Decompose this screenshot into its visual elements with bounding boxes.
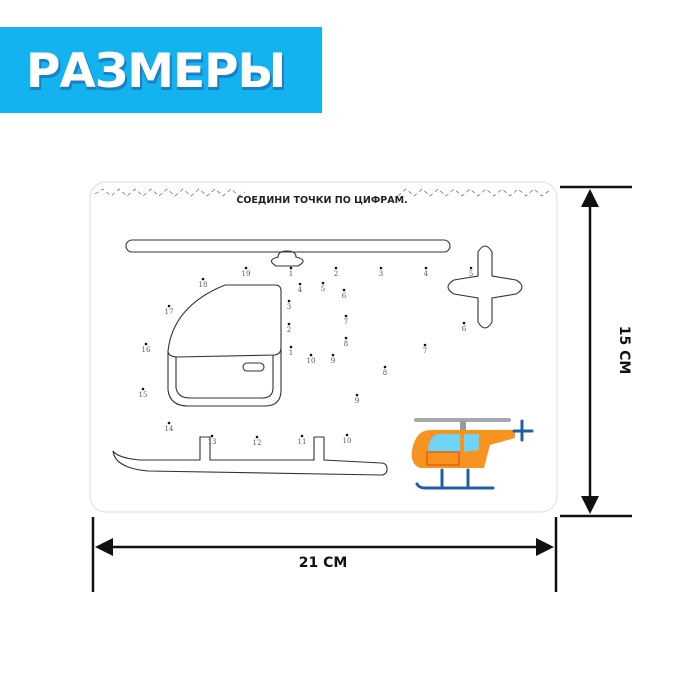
dot-number: 3 <box>379 270 383 278</box>
dot-point <box>167 304 171 308</box>
dot-number: 5 <box>469 270 473 278</box>
dot-number: 13 <box>208 438 217 446</box>
dot-number: 1 <box>289 270 293 278</box>
height-dimension <box>560 185 632 518</box>
dot-point <box>255 435 259 439</box>
dot-number: 4 <box>424 270 429 278</box>
dot-number: 19 <box>242 270 251 278</box>
outline-drawing <box>112 239 523 476</box>
dot-point <box>300 434 304 438</box>
dot-number: 6 <box>462 325 467 333</box>
dot-point <box>331 353 335 357</box>
dot-point <box>309 353 313 357</box>
dot-number: 8 <box>344 340 348 348</box>
rotor-bar <box>125 239 451 253</box>
width-label: 21 CM <box>299 555 348 571</box>
banner-title: РАЗМЕРЫ <box>26 44 286 99</box>
dot-number: 17 <box>165 308 174 316</box>
dot-point <box>342 288 346 292</box>
dot-point <box>167 421 171 425</box>
main-rotor <box>414 418 511 422</box>
dot-point <box>462 321 466 325</box>
dot-point <box>201 277 205 281</box>
dot-number: 18 <box>199 281 208 289</box>
dot-number: 14 <box>165 425 174 433</box>
dot-number: 8 <box>383 369 387 377</box>
dot-number: 16 <box>142 346 151 354</box>
dot-point <box>210 434 214 438</box>
zigzag-right <box>397 188 551 197</box>
dot-point <box>289 345 293 349</box>
dot-number: 7 <box>344 318 348 326</box>
dot-number: 15 <box>139 391 148 399</box>
dot-point <box>141 387 145 391</box>
dot-number: 1 <box>289 349 293 357</box>
dot-number: 10 <box>307 357 316 365</box>
cabin-door <box>167 348 282 407</box>
helicopter-window <box>428 434 460 452</box>
dot-point <box>287 322 291 326</box>
dot-point <box>344 314 348 318</box>
dot-number: 5 <box>321 285 325 293</box>
dot-point <box>144 342 148 346</box>
dot-point <box>244 266 248 270</box>
dot-point <box>469 266 473 270</box>
dot-point <box>424 266 428 270</box>
width-dimension <box>91 517 558 592</box>
dot-number: 4 <box>298 286 303 294</box>
height-label: 15 CM <box>616 326 632 375</box>
dot-point <box>289 266 293 270</box>
dot-point <box>298 282 302 286</box>
skid <box>112 436 388 476</box>
dot-number: 3 <box>287 303 291 311</box>
dot-number: 11 <box>298 438 307 446</box>
landing-skid <box>415 468 495 490</box>
rotor-hub <box>270 250 304 267</box>
dot-point <box>345 433 349 437</box>
dot-number: 7 <box>423 347 427 355</box>
dot-point <box>344 336 348 340</box>
dot-point <box>379 266 383 270</box>
dot-point <box>334 266 338 270</box>
tail-rotor-cross <box>447 245 523 329</box>
dot-number: 12 <box>253 439 262 447</box>
helicopter-picture <box>411 418 534 490</box>
dot-point <box>383 365 387 369</box>
dot-number: 10 <box>343 437 352 445</box>
size-banner: РАЗМЕРЫ <box>0 27 322 113</box>
cabin-window <box>167 284 282 358</box>
worksheet-title: СОЕДИНИ ТОЧКИ ПО ЦИФРАМ. <box>236 195 407 206</box>
dot-number: 2 <box>334 270 338 278</box>
dot-number: 6 <box>342 292 347 300</box>
dot-number: 9 <box>331 357 335 365</box>
dot-point <box>287 299 291 303</box>
dot-number: 9 <box>355 397 359 405</box>
zigzag-left <box>94 188 246 197</box>
dot-point <box>423 343 427 347</box>
door-handle <box>242 362 265 372</box>
dot-number: 2 <box>287 326 291 334</box>
dot-point <box>321 281 325 285</box>
worksheet-card <box>89 181 558 513</box>
dot-point <box>355 393 359 397</box>
tail-rotor <box>512 419 534 442</box>
